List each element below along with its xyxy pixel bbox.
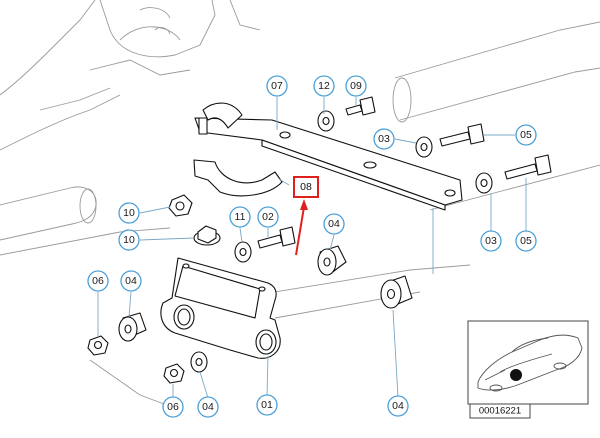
hanger-bracket xyxy=(194,117,463,211)
svg-text:01: 01 xyxy=(261,399,273,411)
washer-11 xyxy=(234,241,252,263)
car-silhouette xyxy=(477,334,583,392)
image-id-label: 00016221 xyxy=(469,403,531,419)
flange-nut-10-lower xyxy=(193,225,221,246)
svg-text:03: 03 xyxy=(378,133,390,145)
svg-text:04: 04 xyxy=(392,400,404,412)
callout-06-left[interactable]: 06 xyxy=(87,270,109,292)
bolt-02 xyxy=(257,226,296,249)
callout-02[interactable]: 02 xyxy=(257,206,279,228)
clamp-strap xyxy=(193,102,283,197)
rubber-mount-left xyxy=(118,312,147,342)
callout-06-lower[interactable]: 06 xyxy=(162,396,184,418)
callout-08-highlighted[interactable]: 08 xyxy=(293,176,319,198)
svg-text:12: 12 xyxy=(318,80,330,92)
svg-text:03: 03 xyxy=(485,235,497,247)
highlight-arrow xyxy=(295,199,308,256)
svg-text:07: 07 xyxy=(271,80,283,92)
background-engine-outline xyxy=(0,0,261,151)
callout-04-upper[interactable]: 04 xyxy=(323,213,345,235)
svg-text:05: 05 xyxy=(520,129,532,141)
callout-12[interactable]: 12 xyxy=(313,75,335,97)
svg-text:10: 10 xyxy=(123,207,135,219)
rubber-mount-upper xyxy=(317,245,347,276)
callout-04-left[interactable]: 04 xyxy=(120,270,142,292)
callout-07[interactable]: 07 xyxy=(266,75,288,97)
washer-03-upper xyxy=(415,136,433,158)
rubber-mount-right xyxy=(380,275,413,309)
callout-01[interactable]: 01 xyxy=(256,394,278,416)
svg-text:06: 06 xyxy=(167,401,179,413)
callout-03-lower[interactable]: 03 xyxy=(480,230,502,252)
svg-text:08: 08 xyxy=(300,181,312,193)
leader-lines xyxy=(97,97,527,399)
bolt-05-upper xyxy=(439,123,485,147)
callout-10-upper[interactable]: 10 xyxy=(118,202,140,224)
nut-10-upper xyxy=(168,194,193,217)
callout-05-lower[interactable]: 05 xyxy=(515,230,537,252)
svg-text:04: 04 xyxy=(202,401,214,413)
svg-text:10: 10 xyxy=(123,234,135,246)
nut-06-left xyxy=(87,335,109,356)
svg-text:05: 05 xyxy=(520,235,532,247)
svg-text:04: 04 xyxy=(125,275,137,287)
svg-text:06: 06 xyxy=(92,275,104,287)
svg-text:09: 09 xyxy=(350,80,362,92)
vehicle-locator-inset xyxy=(467,320,589,405)
svg-text:02: 02 xyxy=(262,211,274,223)
washer-04-lower xyxy=(190,351,208,373)
callout-10-lower[interactable]: 10 xyxy=(118,229,140,251)
callout-05-upper[interactable]: 05 xyxy=(515,124,537,146)
nut-06-lower xyxy=(163,363,185,384)
svg-text:04: 04 xyxy=(328,218,340,230)
background-exhaust-pipe-right xyxy=(392,21,600,211)
callout-04-lower[interactable]: 04 xyxy=(197,396,219,418)
callout-04-right[interactable]: 04 xyxy=(387,395,409,417)
svg-text:11: 11 xyxy=(235,211,246,223)
callout-03-upper[interactable]: 03 xyxy=(373,128,395,150)
callout-09[interactable]: 09 xyxy=(345,75,367,97)
support-bracket xyxy=(160,257,281,359)
bolt-05-lower xyxy=(504,154,552,180)
callout-11[interactable]: 11 xyxy=(229,206,251,228)
location-marker xyxy=(510,369,522,381)
washer-12 xyxy=(317,110,335,132)
washer-03-lower xyxy=(475,172,493,194)
bolt-09 xyxy=(345,96,376,116)
background-exhaust-pipe-left xyxy=(0,186,171,256)
svg-text:00016221: 00016221 xyxy=(479,406,521,417)
